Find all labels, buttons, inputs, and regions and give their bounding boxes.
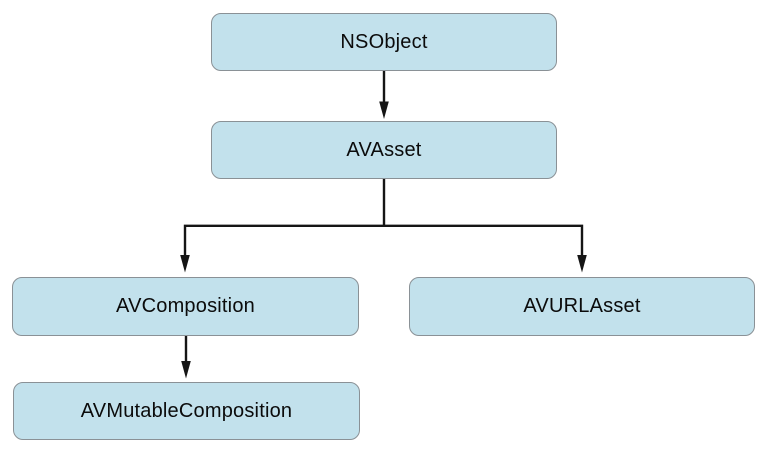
arrowhead-to-avasset — [379, 101, 389, 119]
arrowhead-to-avurlasset — [577, 255, 587, 273]
arrowhead-to-avcomposition — [180, 255, 190, 273]
node-avcomposition: AVComposition — [12, 277, 359, 336]
node-avasset: AVAsset — [211, 121, 557, 179]
node-avmutablecomposition: AVMutableComposition — [13, 382, 360, 440]
node-avasset-label: AVAsset — [346, 138, 422, 161]
node-avcomposition-label: AVComposition — [116, 295, 255, 317]
node-avurlasset-label: AVURLAsset — [523, 295, 641, 317]
node-avmutablecomposition-label: AVMutableComposition — [80, 399, 293, 422]
node-nsobject: NSObject — [211, 13, 557, 71]
edge-avasset-branch-line — [183, 224, 584, 257]
arrowhead-to-avmutablecomposition — [181, 361, 191, 379]
node-nsobject-label: NSObject — [340, 30, 428, 53]
node-avurlasset: AVURLAsset — [409, 277, 755, 336]
